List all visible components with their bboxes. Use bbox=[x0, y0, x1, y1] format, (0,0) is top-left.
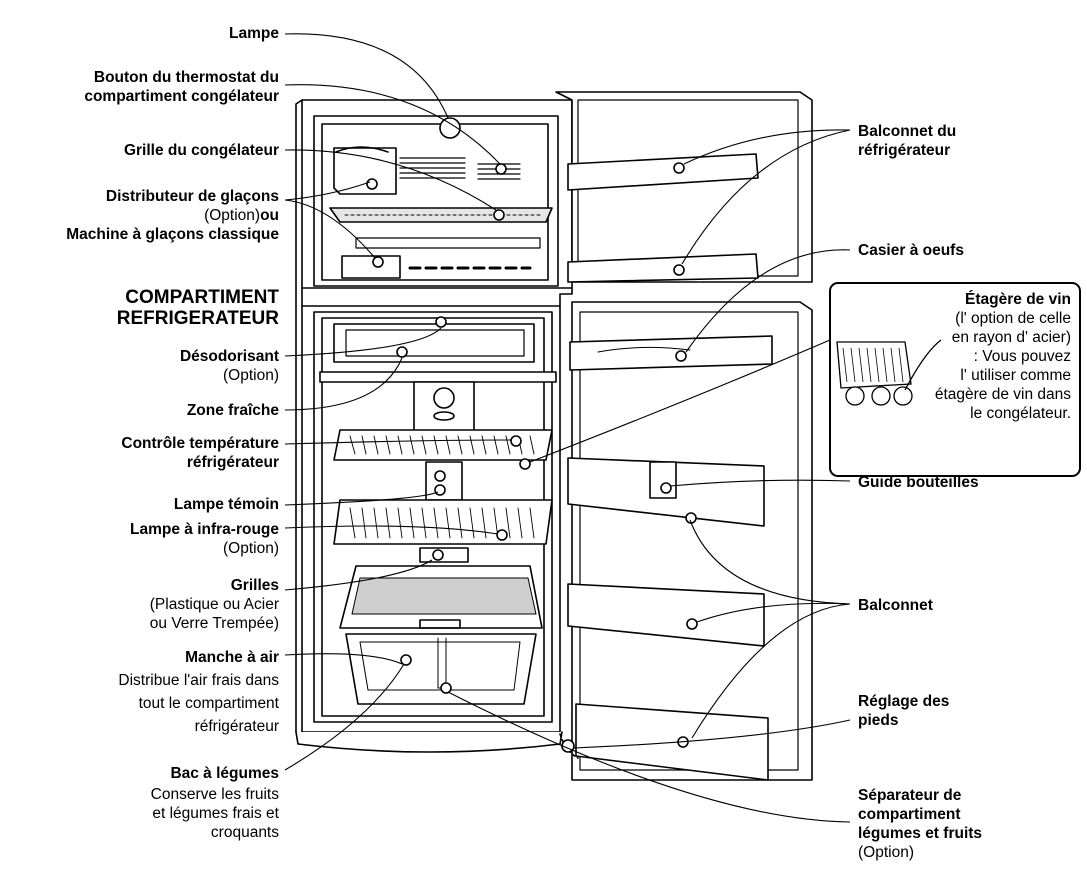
label-controle-line-2: réfrigérateur bbox=[186, 454, 279, 471]
label-grilles-title: Grilles bbox=[230, 577, 279, 594]
label-separateur: Séparateur de compartiment légumes et fr… bbox=[858, 786, 982, 862]
label-bac-legumes: Bac à légumes Conserve les fruits et lég… bbox=[151, 764, 279, 842]
lamp bbox=[439, 117, 461, 139]
label-grille-congelateur-text: Grille du congélateur bbox=[123, 142, 279, 159]
leader-lines bbox=[284, 33, 851, 823]
label-etagere-vin-note-4: l' utiliser comme bbox=[960, 367, 1071, 384]
label-infrarouge-note: (Option) bbox=[223, 540, 279, 557]
label-bac-legumes-note-3: croquants bbox=[210, 824, 279, 841]
label-machine-glacons: Machine à glaçons classique bbox=[66, 226, 279, 243]
label-grille-congelateur: Grille du congélateur bbox=[124, 141, 279, 160]
label-manche-air: Manche à air Distribue l'air frais dans … bbox=[118, 648, 279, 736]
wine-shelf-callout: Étagère de vin (l' option de celle en ra… bbox=[829, 282, 1081, 477]
label-thermostat-line-2: compartiment congélateur bbox=[84, 88, 279, 105]
freezer-interior bbox=[313, 115, 559, 287]
heading-compartiment-refrigerateur: COMPARTIMENT REFRIGERATEUR bbox=[117, 287, 279, 329]
heading-line-1: COMPARTIMENT bbox=[125, 287, 279, 308]
label-lampe-infrarouge: Lampe à infra-rouge (Option) bbox=[130, 520, 279, 558]
label-etagere-vin-note-1: (l' option de celle bbox=[955, 310, 1071, 327]
label-etagere-vin-note-6: le congélateur. bbox=[970, 405, 1071, 422]
label-infrarouge-title: Lampe à infra-rouge bbox=[130, 521, 279, 538]
label-manche-air-note-2: tout le compartiment bbox=[138, 695, 279, 712]
freezer-door bbox=[555, 91, 813, 283]
wine-shelf-illustration bbox=[836, 339, 942, 406]
egg-tray bbox=[569, 335, 773, 371]
label-etagere-vin-title: Étagère de vin bbox=[965, 291, 1071, 308]
fridge-interior bbox=[313, 311, 553, 723]
label-guide-bouteilles-text: Guide bouteilles bbox=[858, 474, 979, 491]
glass-shelf-lower bbox=[333, 499, 553, 545]
label-controle-line-1: Contrôle température bbox=[121, 435, 279, 452]
freezer-door-balcony-upper bbox=[567, 153, 759, 191]
label-balconnet: Balconnet bbox=[858, 596, 933, 615]
vegetable-crisper bbox=[345, 633, 537, 705]
label-lampe: Lampe bbox=[229, 24, 279, 43]
label-distributeur-option: (Option) bbox=[204, 207, 261, 224]
fridge-base bbox=[295, 731, 563, 753]
label-desodorisant: Désodorisant (Option) bbox=[180, 347, 279, 385]
label-bac-legumes-title: Bac à légumes bbox=[170, 765, 279, 782]
label-balconnet-refrig-line-2: réfrigérateur bbox=[858, 142, 951, 159]
label-guide-bouteilles: Guide bouteilles bbox=[858, 473, 979, 492]
wine-shelf-text: Étagère de vin (l' option de celle en ra… bbox=[935, 290, 1071, 423]
label-balconnet-refrig-line-1: Balconnet du bbox=[858, 123, 957, 140]
label-separateur-note: (Option) bbox=[858, 844, 914, 861]
label-grilles-note-1: (Plastique ou Acier bbox=[149, 596, 279, 613]
compartment-divider bbox=[301, 287, 573, 307]
label-manche-air-title: Manche à air bbox=[185, 649, 279, 666]
ice-dispenser bbox=[333, 147, 397, 195]
label-distributeur-title: Distributeur de glaçons bbox=[105, 188, 279, 205]
label-separateur-line-2: compartiment bbox=[858, 806, 961, 823]
label-balconnet-text: Balconnet bbox=[858, 597, 933, 614]
label-zone-fraiche: Zone fraîche bbox=[187, 401, 279, 420]
label-distributeur-ou: ou bbox=[260, 207, 279, 224]
label-bac-legumes-note-1: Conserve les fruits bbox=[150, 786, 279, 803]
label-reglage-line-2: pieds bbox=[858, 712, 899, 729]
label-grilles-note-2: ou Verre Trempée) bbox=[149, 615, 279, 632]
label-etagere-vin-note-5: étagère de vin dans bbox=[934, 386, 1071, 403]
label-reglage-pieds: Réglage des pieds bbox=[858, 692, 949, 730]
label-bac-legumes-note-2: et légumes frais et bbox=[152, 805, 279, 822]
label-distributeur-glacons: Distributeur de glaçons (Option)ou Machi… bbox=[66, 187, 279, 244]
adjustable-foot bbox=[559, 733, 579, 759]
label-etagere-vin-note-2: en rayon d' acier) bbox=[951, 329, 1071, 346]
label-reglage-line-1: Réglage des bbox=[858, 693, 950, 710]
ice-tray bbox=[341, 255, 401, 279]
heading-line-2: REFRIGERATEUR bbox=[116, 308, 279, 329]
label-balconnet-refrigerateur: Balconnet du réfrigérateur bbox=[858, 122, 956, 160]
label-casier-oeufs-text: Casier à oeufs bbox=[858, 242, 964, 259]
label-separateur-line-3: légumes et fruits bbox=[858, 825, 983, 842]
label-controle-temperature: Contrôle température réfrigérateur bbox=[121, 434, 279, 472]
label-zone-fraiche-text: Zone fraîche bbox=[186, 402, 279, 419]
label-lampe-temoin: Lampe témoin bbox=[174, 495, 279, 514]
label-manche-air-note-1: Distribue l'air frais dans bbox=[118, 672, 279, 689]
label-separateur-line-1: Séparateur de bbox=[858, 787, 962, 804]
label-thermostat-line-1: Bouton du thermostat du bbox=[93, 69, 279, 86]
label-grilles: Grilles (Plastique ou Acier ou Verre Tre… bbox=[150, 576, 279, 633]
label-lampe-text: Lampe bbox=[229, 25, 279, 42]
label-desodorisant-title: Désodorisant bbox=[179, 348, 279, 365]
label-thermostat-congelateur: Bouton du thermostat du compartiment con… bbox=[84, 68, 279, 106]
deodorizer bbox=[333, 323, 535, 363]
label-casier-oeufs: Casier à oeufs bbox=[858, 241, 964, 260]
label-lampe-temoin-text: Lampe témoin bbox=[173, 496, 279, 513]
label-desodorisant-note: (Option) bbox=[223, 367, 279, 384]
label-etagere-vin-note-3: : Vous pouvez bbox=[973, 348, 1071, 365]
label-manche-air-note-3: réfrigérateur bbox=[194, 718, 279, 735]
